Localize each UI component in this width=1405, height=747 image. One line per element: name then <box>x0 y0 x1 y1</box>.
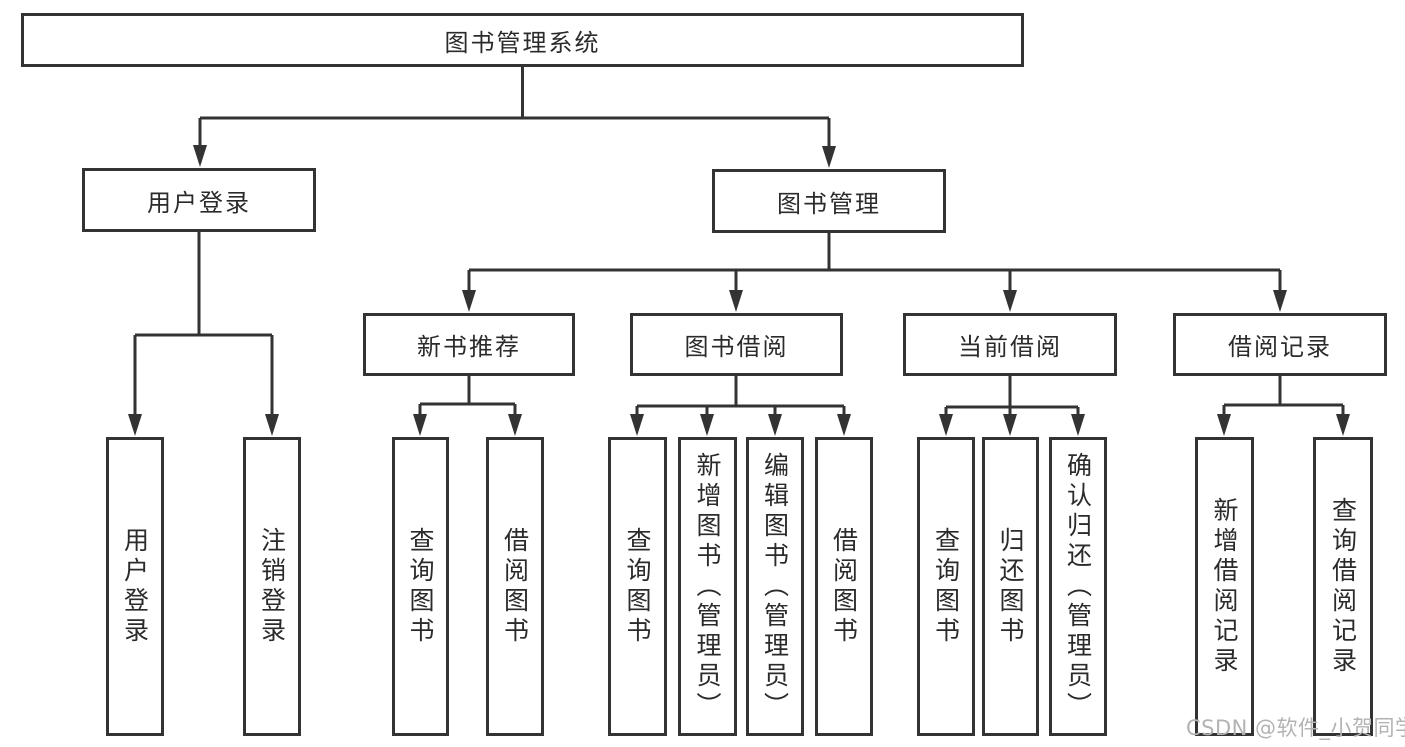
node-library-management-system: 图书管理系统 <box>21 13 1024 67</box>
node-current-borrowing: 当前借阅 <box>903 313 1117 376</box>
node-label: 借阅记录 <box>1228 333 1332 361</box>
node-label: 用户登录 <box>147 188 251 217</box>
node-book-management: 图书管理 <box>712 169 946 233</box>
leaf-user-login: 用户登录 <box>106 437 164 736</box>
leaf-edit-books-admin: 编辑图书（管理员） <box>746 437 804 736</box>
leaf-label: 查询借阅记录 <box>1328 496 1358 677</box>
leaf-label: 借阅图书 <box>500 526 530 647</box>
leaf-label: 归还图书 <box>996 526 1025 647</box>
leaf-query-books-current: 查询图书 <box>917 437 975 736</box>
leaf-label: 查询图书 <box>623 526 652 647</box>
node-book-borrowing: 图书借阅 <box>630 313 843 376</box>
leaf-label: 借阅图书 <box>829 526 859 647</box>
leaf-query-books-recommend: 查询图书 <box>392 437 449 736</box>
node-label: 图书借阅 <box>684 333 789 361</box>
leaf-label: 编辑图书（管理员） <box>760 451 790 722</box>
csdn-watermark: CSDN @软件_小贺同学 <box>1186 716 1405 740</box>
leaf-query-borrow-record: 查询借阅记录 <box>1313 437 1373 736</box>
node-user-login: 用户登录 <box>82 168 316 232</box>
node-label: 图书管理系统 <box>444 28 601 57</box>
leaf-label: 注销登录 <box>257 526 287 647</box>
leaf-confirm-return-admin: 确认归还（管理员） <box>1049 437 1107 736</box>
leaf-add-borrow-record: 新增借阅记录 <box>1195 437 1254 736</box>
leaf-add-books-admin: 新增图书（管理员） <box>678 437 737 736</box>
leaf-borrow-books-recommend: 借阅图书 <box>486 437 544 736</box>
leaf-return-books: 归还图书 <box>982 437 1039 736</box>
node-new-book-recommend: 新书推荐 <box>363 313 575 376</box>
node-label: 新书推荐 <box>417 333 521 361</box>
leaf-label: 查询图书 <box>931 526 961 647</box>
node-borrowing-records: 借阅记录 <box>1173 313 1387 376</box>
leaf-label: 查询图书 <box>406 526 435 647</box>
leaf-label: 确认归还（管理员） <box>1063 451 1093 722</box>
node-label: 图书管理 <box>777 189 881 218</box>
leaf-query-books-borrowing: 查询图书 <box>608 437 667 736</box>
leaf-logout: 注销登录 <box>243 437 301 736</box>
node-label: 当前借阅 <box>958 333 1062 361</box>
leaf-label: 用户登录 <box>120 526 150 647</box>
arrowheads <box>128 145 1350 436</box>
leaf-label: 新增图书（管理员） <box>693 451 722 722</box>
leaf-borrow-books: 借阅图书 <box>815 437 873 736</box>
leaf-label: 新增借阅记录 <box>1210 496 1239 677</box>
